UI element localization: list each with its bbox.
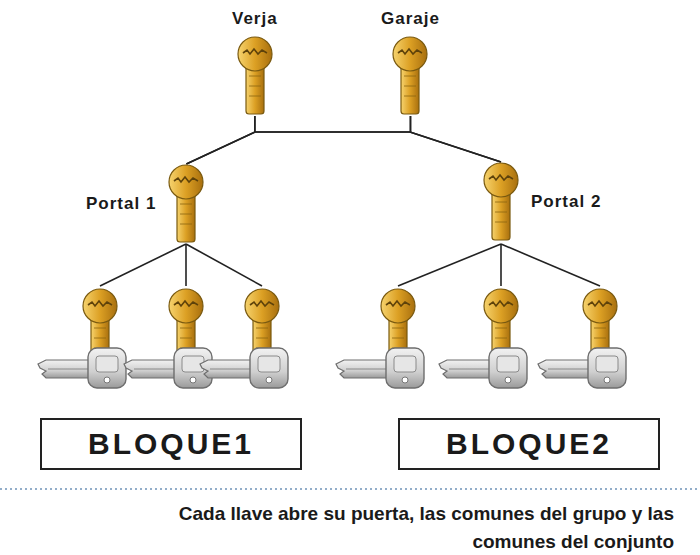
caption: Cada llave abre su puerta, las comunes d… — [114, 500, 674, 555]
cylinder-shape — [484, 163, 518, 240]
key-icon — [200, 348, 288, 388]
lock-cylinder — [483, 162, 519, 242]
lock-node: Verja — [232, 8, 278, 116]
connector — [186, 116, 410, 164]
branch-line — [500, 244, 502, 286]
connector — [186, 116, 255, 164]
connector-line — [410, 116, 501, 162]
block-box: BLOQUE2 — [398, 418, 660, 470]
node-label: BLOQUE1 — [88, 426, 254, 462]
key-icon — [336, 348, 424, 388]
connector-line — [186, 116, 255, 164]
branch-line — [398, 244, 501, 286]
keys — [38, 348, 626, 388]
lock-node: Portal 2 — [483, 162, 601, 242]
cylinder-shape — [393, 37, 427, 114]
key-icon — [124, 348, 212, 388]
branch-line — [501, 244, 600, 286]
node-label: Portal 2 — [531, 191, 601, 213]
branch-line — [100, 244, 186, 286]
cylinder-shape — [169, 165, 203, 242]
lock-cylinder — [392, 36, 428, 116]
block-box: BLOQUE1 — [40, 418, 302, 470]
connector — [410, 116, 501, 162]
node-label: Verja — [232, 8, 278, 30]
leaf-cylinders — [83, 289, 617, 366]
branch-line — [186, 244, 262, 286]
node-label: Portal 1 — [86, 193, 156, 215]
lock-cylinder — [237, 36, 273, 116]
key-icon — [38, 348, 126, 388]
key-icon — [439, 348, 527, 388]
lock-node: Garaje — [381, 8, 440, 116]
dotted-rule — [0, 488, 700, 490]
connector-line — [255, 116, 501, 162]
lock-node: Portal 1 — [86, 164, 204, 244]
lock-cylinder — [168, 164, 204, 244]
key-icon — [538, 348, 626, 388]
connector — [255, 116, 501, 162]
node-label: BLOQUE2 — [446, 426, 612, 462]
node-label: Garaje — [381, 8, 440, 30]
branch-line — [185, 244, 187, 286]
branch-lines — [100, 244, 600, 286]
cylinder-shape — [238, 37, 272, 114]
connector-line — [186, 116, 410, 164]
